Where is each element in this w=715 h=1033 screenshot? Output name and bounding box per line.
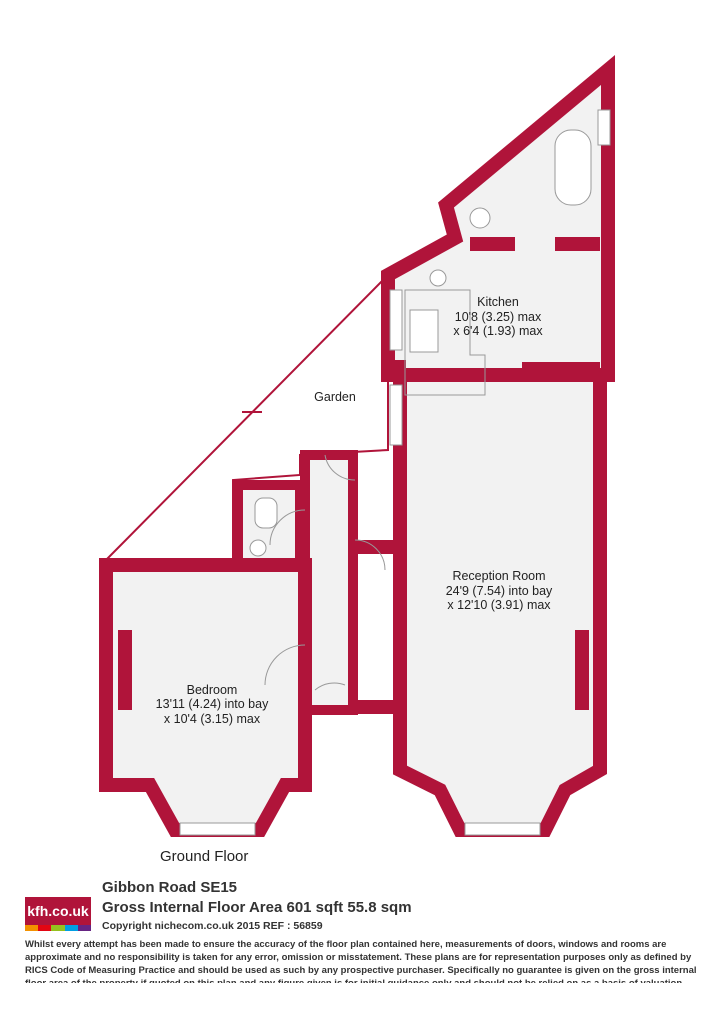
reception-room xyxy=(393,368,607,837)
logo-text: kfh.co.uk xyxy=(27,903,89,919)
kfh-logo: kfh.co.uk xyxy=(25,897,92,931)
toilet xyxy=(254,497,278,529)
reception-dim2: x 12'10 (3.91) max xyxy=(447,598,551,612)
bath xyxy=(554,129,592,206)
kitchen-sink xyxy=(409,309,439,353)
logo-color-bar xyxy=(25,925,92,931)
property-area: Gross Internal Floor Area 601 sqft 55.8 … xyxy=(102,899,412,916)
logo-bar-segment xyxy=(77,925,92,931)
kitchen-name: Kitchen xyxy=(477,295,519,309)
copyright: Copyright nichecom.co.uk 2015 REF : 5685… xyxy=(102,920,323,932)
windows xyxy=(179,109,611,836)
internal-walls xyxy=(118,237,600,714)
hallway xyxy=(300,450,358,715)
hob xyxy=(429,269,447,287)
property-address: Gibbon Road SE15 xyxy=(102,879,238,896)
logo-bar-segment xyxy=(38,925,52,931)
logo-bar-segment xyxy=(25,925,39,931)
doors xyxy=(264,454,386,691)
kitchen-dim2: x 6'4 (1.93) max xyxy=(453,324,543,338)
bedroom xyxy=(99,558,312,837)
bedroom-dim2: x 10'4 (3.15) max xyxy=(164,712,261,726)
fixtures xyxy=(249,129,592,557)
reception-dim1: 24'9 (7.54) into bay xyxy=(446,584,553,598)
floor-label: Ground Floor xyxy=(160,848,249,865)
floor-plan: Kitchen 10'8 (3.25) max x 6'4 (1.93) max… xyxy=(99,55,615,837)
disclaimer: Whilst every attempt has been made to en… xyxy=(25,939,697,983)
kitchen-dim1: 10'8 (3.25) max xyxy=(455,310,542,324)
basin xyxy=(469,207,491,229)
logo-bar-segment xyxy=(51,925,65,931)
kitchen-counter xyxy=(404,289,486,396)
garden-name: Garden xyxy=(314,390,356,404)
bedroom-dim1: 13'11 (4.24) into bay xyxy=(156,697,269,711)
bedroom-name: Bedroom xyxy=(187,683,238,697)
logo-bar-segment xyxy=(64,925,78,931)
reception-name: Reception Room xyxy=(452,569,545,583)
wc-basin xyxy=(249,539,267,557)
